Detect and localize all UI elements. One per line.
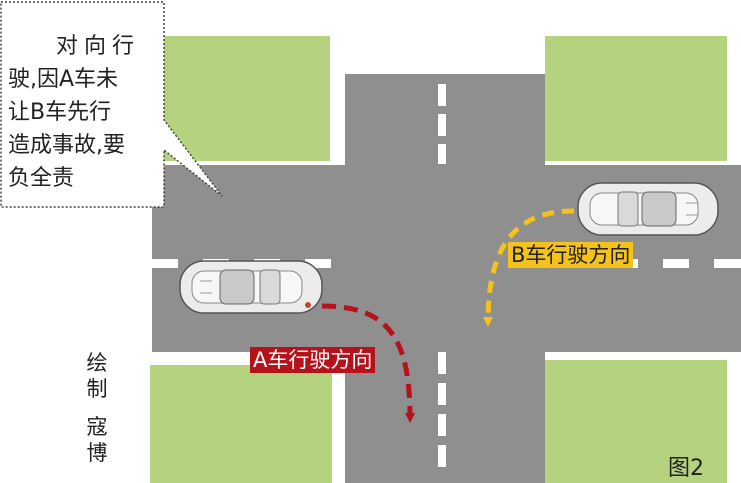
car-a [179,260,323,314]
illustrator-credit: 绘 制 寇 博 [82,350,112,466]
credit-char: 博 [86,441,108,465]
credit-char: 绘 [86,351,108,375]
grass-blocks [150,36,727,483]
car-a-path [321,303,415,423]
callout-line: 让B车先行 [8,100,112,125]
car-b-path [483,208,575,327]
callout-line: 驶,因A车未 [8,67,119,92]
car-b [577,182,719,236]
grass-bottom-left [150,365,332,483]
grass-top-right [545,36,727,161]
credit-char: 制 [86,377,108,401]
callout-line: 负全责 [8,166,75,191]
car-a-direction-label: A车行驶方向 [250,347,376,373]
callout-text: 对向行 驶,因A车未 让B车先行 造成事故,要 负全责 [8,30,158,195]
figure-label: 图2 [668,456,704,481]
car-b-direction-label: B车行驶方向 [508,242,634,268]
callout-line: 对向行 [56,34,141,59]
grass-top-left [162,36,330,161]
callout-line: 造成事故,要 [8,133,125,158]
callout-bubble [0,1,223,208]
grass-bottom-right [545,360,727,483]
credit-char: 寇 [86,415,108,439]
